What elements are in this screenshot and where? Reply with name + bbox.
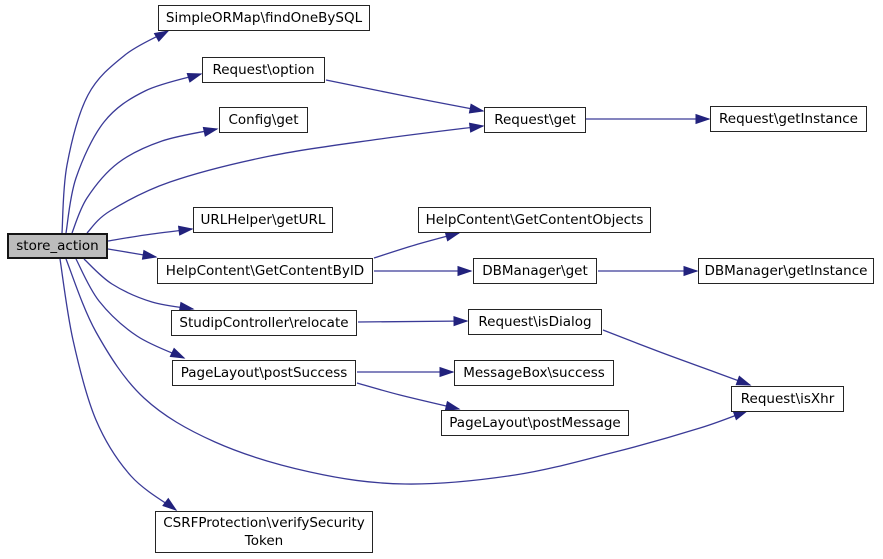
arrowhead-store_action-to-csrfprotection_verifysecuritytoken <box>162 497 178 511</box>
node-label: DBManager\getInstance <box>704 262 868 279</box>
node-helpcontent_getcontentobjects[interactable]: HelpContent\GetContentObjects <box>418 207 651 233</box>
node-request_option[interactable]: Request\option <box>202 57 325 83</box>
node-pagelayout_postsuccess[interactable]: PageLayout\postSuccess <box>172 360 356 386</box>
node-label: StudipController\relocate <box>179 314 349 331</box>
node-label: Token <box>244 533 284 549</box>
node-label: PageLayout\postSuccess <box>180 364 348 381</box>
edge-request_option-to-request_get <box>325 79 484 112</box>
node-pagelayout_postmessage[interactable]: PageLayout\postMessage <box>441 410 629 436</box>
node-dbmanager_getinstance[interactable]: DBManager\getInstance <box>698 258 874 284</box>
node-request_isxhr[interactable]: Request\isXhr <box>731 386 844 412</box>
arrowhead-store_action-to-urlhelper_geturl <box>177 225 194 236</box>
arrowhead-store_action-to-config_get <box>202 126 219 137</box>
arrowhead-store_action-to-request_isxhr <box>732 410 749 421</box>
edge-store_action-to-csrfprotection_verifysecuritytoken <box>59 258 177 511</box>
edge-pagelayout_postsuccess-to-pagelayout_postmessage <box>356 382 460 410</box>
node-label: Request\get <box>494 111 576 128</box>
edge-store_action-to-request_isxhr <box>65 258 748 485</box>
node-request_isdialog[interactable]: Request\isDialog <box>468 309 602 335</box>
edge-store_action-to-config_get <box>71 128 218 234</box>
node-label: Request\option <box>212 61 315 78</box>
node-label: SimpleORMap\findOneBySQL <box>165 9 363 26</box>
node-label: Config\get <box>228 111 299 128</box>
node-label: HelpContent\GetContentByID <box>165 262 365 279</box>
node-messagebox_success[interactable]: MessageBox\success <box>454 360 614 386</box>
edge-store_action-to-pagelayout_postsuccess <box>75 258 185 359</box>
arrowhead-dbmanager_get-to-dbmanager_getinstance <box>683 265 699 277</box>
arrowhead-request_isdialog-to-request_isxhr <box>735 375 752 386</box>
arrowhead-request_get-to-request_getinstance <box>695 113 711 125</box>
edge-store_action-to-request_get <box>86 125 484 234</box>
edge-request_isdialog-to-request_isxhr <box>602 329 751 386</box>
arrowhead-helpcontent_getcontentbyid-to-helpcontent_getcontentobjects <box>444 231 461 242</box>
arrowhead-studipcontroller_relocate-to-request_isdialog <box>453 316 469 327</box>
arrowhead-store_action-to-request_option <box>186 73 203 83</box>
node-label: PageLayout\postMessage <box>449 414 621 431</box>
node-label: URLHelper\getURL <box>200 211 326 228</box>
node-simpleormap_findonebysql[interactable]: SimpleORMap\findOneBySQL <box>158 5 370 31</box>
node-dbmanager_get[interactable]: DBManager\get <box>473 258 597 284</box>
arrowhead-store_action-to-request_get <box>468 122 485 133</box>
node-label: DBManager\get <box>482 262 588 279</box>
node-studipcontroller_relocate[interactable]: StudipController\relocate <box>171 310 357 336</box>
node-label: MessageBox\success <box>463 364 605 381</box>
node-helpcontent_getcontentbyid[interactable]: HelpContent\GetContentByID <box>157 258 373 284</box>
node-urlhelper_geturl[interactable]: URLHelper\getURL <box>193 207 333 233</box>
node-label: Request\getInstance <box>719 110 858 127</box>
arrowhead-helpcontent_getcontentbyid-to-dbmanager_get <box>457 265 473 277</box>
node-label: CSRFProtection\verifySecurity <box>163 514 365 531</box>
node-label: store_action <box>16 237 99 254</box>
edge-store_action-to-request_option <box>65 73 202 234</box>
node-label: Request\isXhr <box>740 390 835 407</box>
arrowhead-request_option-to-request_get <box>468 103 485 114</box>
edge-store_action-to-simpleormap_findonebysql <box>61 30 169 234</box>
node-request_get[interactable]: Request\get <box>484 107 586 133</box>
edge-store_action-to-studipcontroller_relocate <box>83 258 194 310</box>
arrowhead-store_action-to-helpcontent_getcontentbyid <box>141 249 158 260</box>
arrowhead-pagelayout_postsuccess-to-pagelayout_postmessage <box>444 400 461 411</box>
node-request_getinstance[interactable]: Request\getInstance <box>710 106 867 132</box>
edge-studipcontroller_relocate-to-request_isdialog <box>357 320 468 323</box>
node-label: Request\isDialog <box>478 313 592 330</box>
arrowhead-store_action-to-simpleormap_findonebysql <box>153 30 170 43</box>
node-label: HelpContent\GetContentObjects <box>425 211 644 228</box>
arrowhead-pagelayout_postsuccess-to-messagebox_success <box>439 366 455 378</box>
node-store_action: store_action <box>7 233 108 259</box>
arrowhead-store_action-to-pagelayout_postsuccess <box>169 347 186 359</box>
node-config_get[interactable]: Config\get <box>219 107 308 133</box>
